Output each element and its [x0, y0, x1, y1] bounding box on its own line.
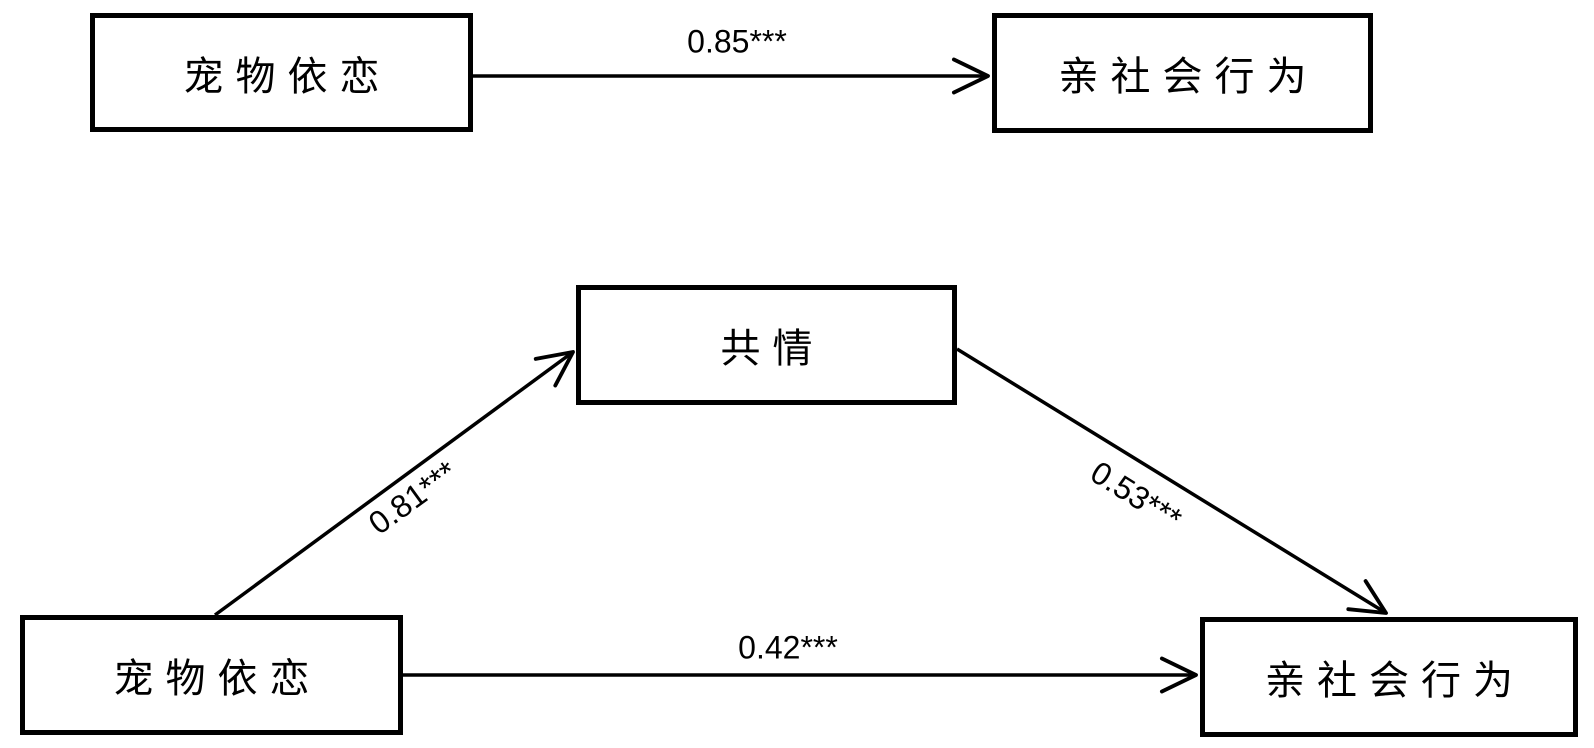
coefficient-path-c-direct: 0.42*** — [738, 629, 838, 666]
box-pet-attachment-mediation: 宠物依恋 — [20, 615, 403, 735]
arrow-path-a — [213, 350, 575, 617]
box-label-pet-attachment-total: 宠物依恋 — [183, 53, 392, 99]
box-pet-attachment-total: 宠物依恋 — [90, 13, 473, 132]
coefficient-total-effect: 0.85*** — [687, 23, 787, 60]
box-label-empathy: 共情 — [720, 326, 825, 371]
arrow-path-b — [956, 347, 1388, 615]
box-label-pet-attachment-mediation: 宠物依恋 — [113, 656, 322, 701]
box-label-prosocial-behavior-total: 亲社会行为 — [1058, 54, 1319, 99]
box-empathy-mediator: 共情 — [576, 285, 957, 405]
box-label-prosocial-behavior-mediation: 亲社会行为 — [1265, 658, 1525, 703]
box-prosocial-behavior-mediation: 亲社会行为 — [1200, 617, 1578, 737]
box-prosocial-behavior-total: 亲社会行为 — [992, 13, 1373, 133]
